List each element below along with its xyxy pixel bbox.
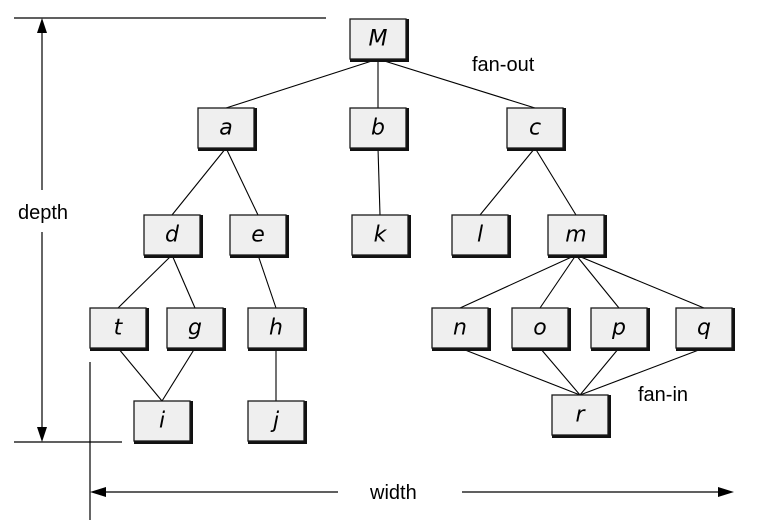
width-arrow-right-icon: [718, 487, 734, 497]
edge-t-i: [117, 347, 163, 402]
node-o-label: o: [533, 316, 546, 341]
node-e-label: e: [251, 223, 265, 248]
edge-n-r: [459, 347, 581, 396]
edge-m-p: [575, 254, 620, 309]
node-i-box: [133, 400, 191, 442]
edge-b-k: [377, 147, 381, 216]
nodes-group: Ma b c d e k l m t g h n o p q i j r: [89, 18, 735, 444]
edge-p-r: [579, 347, 620, 396]
node-t: t: [89, 307, 149, 351]
node-M-box: [349, 18, 407, 60]
edge-c-l: [479, 147, 536, 216]
node-h-box: [247, 307, 305, 349]
node-k-label: k: [374, 223, 388, 248]
node-n: n: [431, 307, 491, 351]
node-t-box: [89, 307, 147, 349]
node-m-label: m: [565, 223, 586, 248]
depth-dimension: depth: [14, 17, 326, 443]
node-r-label: r: [575, 403, 586, 428]
node-m-box: [547, 214, 605, 256]
edge-c-m: [534, 147, 577, 216]
edge-q-r: [579, 347, 705, 396]
node-l-box: [451, 214, 509, 256]
node-m: m: [547, 214, 607, 258]
edge-m-n: [459, 254, 577, 309]
edge-d-g: [171, 254, 196, 309]
edge-a-d: [171, 147, 227, 216]
edge-M-a: [225, 58, 379, 109]
node-p-box: [590, 307, 648, 349]
node-g: g: [166, 307, 226, 351]
node-c-box: [506, 107, 564, 149]
node-o-box: [511, 307, 569, 349]
node-n-box: [431, 307, 489, 349]
node-j: j: [247, 400, 307, 444]
node-b-label: b: [371, 116, 385, 141]
node-g-label: g: [188, 316, 202, 341]
node-M: M: [349, 18, 409, 62]
node-j-label: j: [270, 409, 280, 434]
node-n-label: n: [453, 316, 467, 341]
node-l-label: l: [477, 223, 483, 248]
node-b-box: [349, 107, 407, 149]
depth-arrow-down-icon: [37, 427, 47, 442]
edge-a-e: [225, 147, 259, 216]
node-o: o: [511, 307, 571, 351]
fan-in-label: fan-in: [638, 384, 688, 406]
node-c-label: c: [529, 116, 541, 141]
node-e-box: [229, 214, 287, 256]
node-a: a: [197, 107, 257, 151]
fan-out-label: fan-out: [472, 54, 535, 76]
edge-e-h: [257, 254, 277, 309]
edge-d-t: [117, 254, 173, 309]
edge-M-c: [377, 58, 536, 109]
edge-o-r: [539, 347, 581, 396]
edge-m-o: [539, 254, 577, 309]
node-a-label: a: [219, 116, 232, 141]
width-label: width: [369, 482, 417, 504]
node-b: b: [349, 107, 409, 151]
node-M-label: M: [369, 27, 388, 52]
width-arrow-left-icon: [90, 487, 106, 497]
node-i: i: [133, 400, 193, 444]
node-q-box: [675, 307, 733, 349]
edge-m-q: [575, 254, 705, 309]
depth-label: depth: [18, 202, 68, 224]
node-h-label: h: [269, 316, 283, 341]
width-dimension: width: [89, 362, 734, 520]
node-d-box: [143, 214, 201, 256]
node-h: h: [247, 307, 307, 351]
node-a-box: [197, 107, 255, 149]
depth-arrow-up-icon: [37, 18, 47, 33]
node-p: p: [590, 307, 650, 351]
node-q-label: q: [697, 316, 711, 341]
edges-group: [117, 58, 705, 402]
node-j-box: [247, 400, 305, 442]
node-k: k: [351, 214, 411, 258]
node-r-box: [551, 394, 609, 436]
node-p-label: p: [611, 316, 626, 341]
node-k-box: [351, 214, 409, 256]
node-e: e: [229, 214, 289, 258]
node-i-label: i: [159, 409, 165, 434]
node-d-label: d: [165, 223, 180, 248]
edge-g-i: [161, 347, 196, 402]
node-g-box: [166, 307, 224, 349]
node-c: c: [506, 107, 566, 151]
node-t-label: t: [114, 316, 124, 341]
node-l: l: [451, 214, 511, 258]
node-r: r: [551, 394, 611, 438]
node-d: d: [143, 214, 203, 258]
node-q: q: [675, 307, 735, 351]
